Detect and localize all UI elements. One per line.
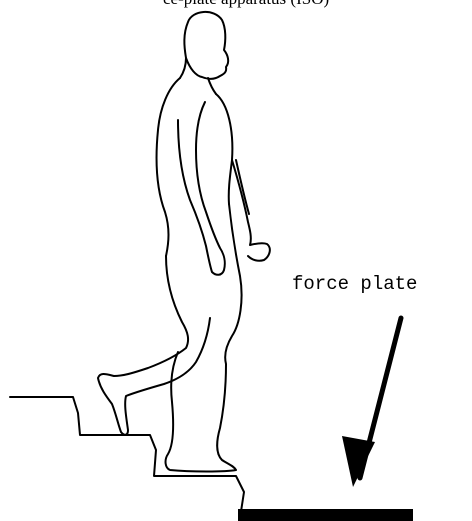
figure-front-leg — [166, 204, 242, 472]
walking-figure — [98, 12, 270, 472]
figure-head — [184, 12, 228, 79]
figure-near-arm — [178, 102, 225, 275]
force-plate — [238, 509, 413, 521]
figure-chest — [216, 94, 232, 204]
figure-far-arm — [232, 160, 270, 261]
force-plate-label: force plate — [292, 273, 417, 295]
figure-back-leg — [98, 256, 210, 435]
figure-back — [156, 78, 180, 256]
